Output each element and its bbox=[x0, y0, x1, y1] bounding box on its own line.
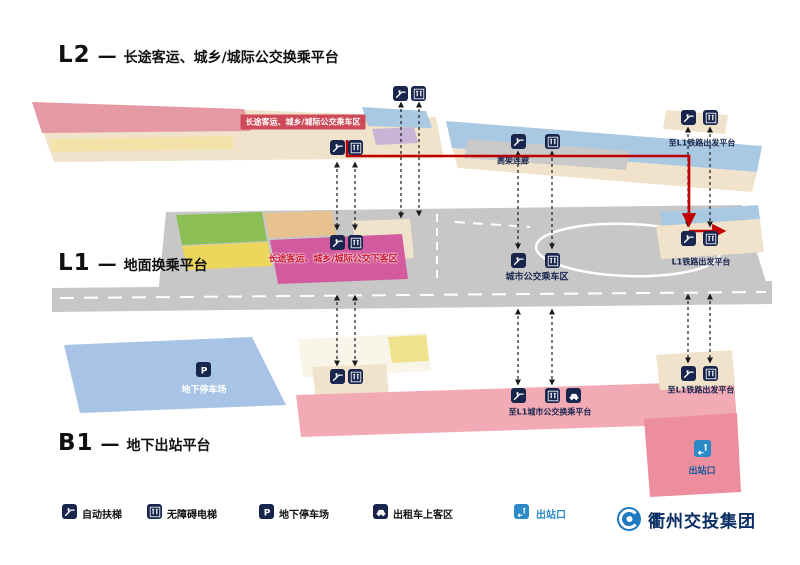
elevator-icon bbox=[703, 110, 718, 125]
b1-title-level: B1 bbox=[58, 430, 94, 456]
elevator-icon bbox=[348, 369, 363, 384]
escalator-icon bbox=[393, 86, 408, 101]
b1-to-city-bus-label: 至L1城市公交换乘平台 bbox=[508, 407, 592, 417]
escalator-icon bbox=[330, 140, 345, 155]
legend-elevator-label: 无障碍电梯 bbox=[167, 510, 217, 521]
l1-alighting-area-label: 长途客运、城乡/城际公交下客区 bbox=[268, 254, 398, 265]
escalator-icon bbox=[681, 231, 696, 246]
escalator-icon bbox=[681, 366, 696, 381]
escalator-icon bbox=[511, 134, 526, 149]
l1-title-dash: — bbox=[97, 253, 117, 275]
legend-parking-label: 地下停车场 bbox=[279, 510, 329, 521]
legend-exit-label: 出站口 bbox=[536, 510, 566, 521]
elevator-icon bbox=[703, 366, 718, 381]
elevator-icon bbox=[348, 235, 363, 250]
escalator-icon bbox=[330, 235, 345, 250]
escalator-icon bbox=[511, 253, 526, 268]
l2-title-level: L2 bbox=[58, 42, 91, 68]
parking-icon bbox=[196, 362, 211, 377]
b1-title-text: 地下出站平台 bbox=[126, 438, 211, 454]
elevator-icon bbox=[545, 134, 560, 149]
legend-parking-icon bbox=[259, 504, 274, 519]
l2-to-rail-label: 至L1铁路出发平台 bbox=[668, 138, 736, 148]
l2-title-dash: — bbox=[97, 45, 117, 67]
company-logo-icon bbox=[617, 507, 641, 531]
l1-city-bus-label: 城市公交乘车区 bbox=[505, 272, 569, 283]
legend-escalator-label: 自动扶梯 bbox=[82, 510, 122, 521]
l2-boarding-area-label: 长途客运、城乡/城际公交乘车区 bbox=[240, 114, 366, 130]
company-logo: 衢州交投集团 bbox=[616, 506, 756, 532]
legend-elevator-icon bbox=[147, 504, 162, 519]
b1-to-rail-label: 至L1铁路出发平台 bbox=[667, 385, 735, 395]
elevator-icon bbox=[545, 253, 560, 268]
l1-rail-platform-label: L1铁路出发平台 bbox=[671, 257, 731, 267]
l1-title: L1 — 地面换乘平台 bbox=[58, 250, 208, 276]
exit-icon bbox=[694, 440, 711, 457]
b1-title-dash: — bbox=[100, 433, 120, 455]
elevator-icon bbox=[545, 388, 560, 403]
legend-taxi-label: 出租车上客区 bbox=[393, 510, 453, 521]
b1-floor-shape bbox=[64, 333, 741, 497]
legend-escalator-icon bbox=[62, 504, 77, 519]
l1-title-level: L1 bbox=[58, 250, 91, 276]
elevator-icon bbox=[703, 231, 718, 246]
legend-exit-icon bbox=[514, 504, 529, 519]
l2-title: L2 — 长途客运、城乡/城际公交换乘平台 bbox=[58, 42, 339, 68]
escalator-icon bbox=[330, 369, 345, 384]
l2-corridor-label: 高架连廊 bbox=[497, 156, 529, 166]
elevator-icon bbox=[348, 140, 363, 155]
l1-title-text: 地面换乘平台 bbox=[123, 258, 208, 274]
b1-parking-label: 地下停车场 bbox=[181, 385, 227, 396]
b1-title: B1 — 地下出站平台 bbox=[58, 430, 211, 456]
company-logo-text: 衢州交投集团 bbox=[648, 511, 756, 532]
escalator-icon bbox=[511, 388, 526, 403]
taxi-icon bbox=[566, 388, 581, 403]
l2-floor-shape bbox=[32, 102, 762, 192]
elevator-icon bbox=[411, 86, 426, 101]
escalator-icon bbox=[681, 110, 696, 125]
b1-exit-label: 出站口 bbox=[688, 466, 716, 477]
l2-title-text: 长途客运、城乡/城际公交换乘平台 bbox=[123, 50, 339, 66]
legend-taxi-icon bbox=[373, 504, 388, 519]
